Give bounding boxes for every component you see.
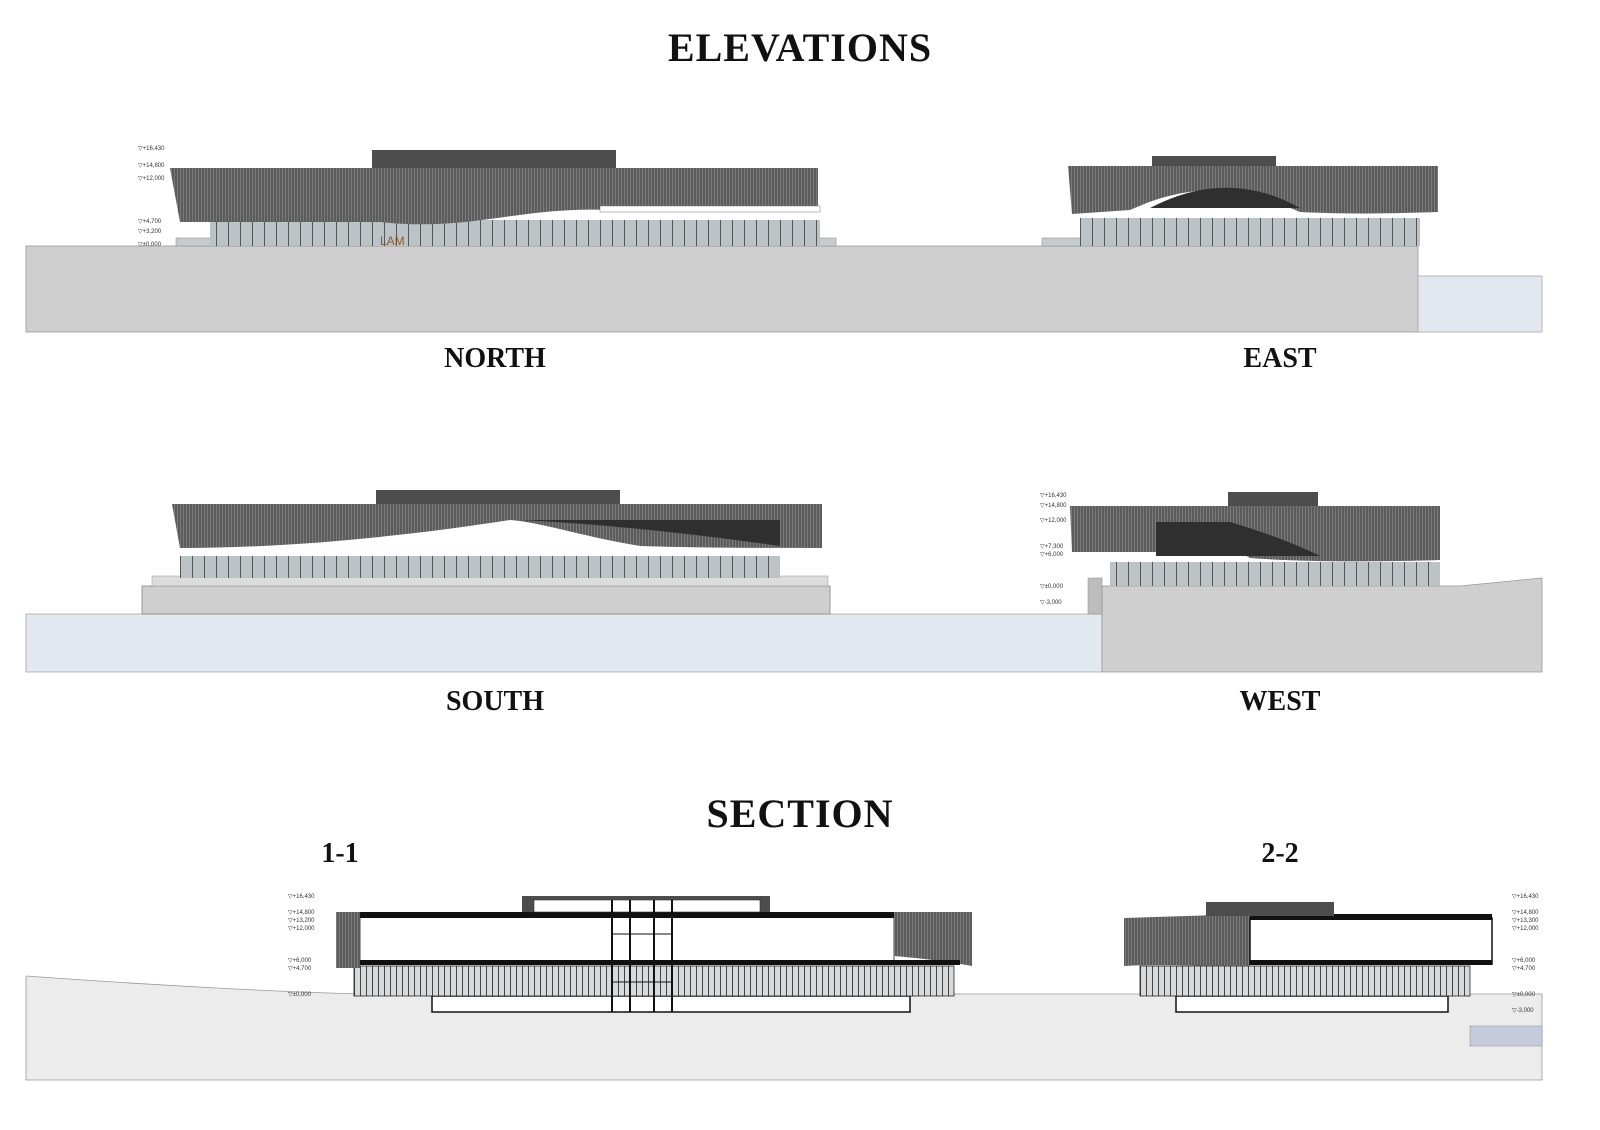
south-facade-band: [172, 504, 822, 548]
east-label: EAST: [1243, 343, 1317, 374]
south-podium: [141, 585, 831, 615]
west-level-5: ▽±0,000: [1040, 584, 1064, 590]
north-glazing: [210, 220, 820, 246]
section-title: SECTION: [706, 791, 894, 836]
west-roof-lantern: [1228, 492, 1318, 506]
s11-level-4: ▽+6,000: [288, 958, 312, 964]
west-label: WEST: [1239, 686, 1321, 717]
south-roof-lantern: [376, 490, 620, 504]
north-facade-band: [170, 168, 818, 225]
s22-level-labels: ▽+16,430 ▽+14,800 ▽+13,300 ▽+12,000 ▽+6,…: [1512, 894, 1539, 1014]
north-level-labels: ▽+16,430 ▽+14,800 ▽+12,000 ▽+4,700 ▽+3,2…: [138, 146, 165, 248]
section-1-1: ▽+16,430 ▽+14,800 ▽+13,200 ▽+12,000 ▽+6,…: [25, 894, 1543, 1081]
west-ground-mass: [1101, 577, 1543, 673]
s11-level-3: ▽+12,000: [288, 926, 315, 932]
north-water-body: [1417, 275, 1543, 333]
west-level-6: ▽-3,000: [1040, 600, 1062, 606]
s22-level-7: ▽-3,000: [1512, 1008, 1534, 1014]
s22-level-1: ▽+14,800: [1512, 910, 1539, 916]
s22-level-0: ▽+16,430: [1512, 894, 1539, 900]
north-level-0: ▽+16,430: [138, 146, 165, 152]
north-level-5: ▽±0,000: [138, 242, 162, 248]
west-level-labels: ▽+16,430 ▽+14,800 ▽+12,000 ▽+7,300 ▽+6,0…: [1040, 493, 1067, 606]
s22-ground-floor: [1139, 965, 1471, 997]
west-level-3: ▽+7,300: [1040, 544, 1064, 550]
s22-level-6: ▽±0,000: [1512, 992, 1536, 998]
north-ground-mass: [25, 245, 1419, 333]
north-label: NORTH: [444, 343, 546, 374]
s22-water: [1469, 1025, 1543, 1047]
elevations-title: ELEVATIONS: [667, 25, 933, 70]
south-glazing: [180, 556, 780, 578]
s11-level-0: ▽+16,430: [288, 894, 315, 900]
section-2-2-label: 2-2: [1261, 838, 1299, 869]
west-glazing: [1110, 562, 1440, 586]
west-level-1: ▽+14,800: [1040, 503, 1067, 509]
south-elevation: [25, 490, 1103, 673]
section-2-2: ▽+16,430 ▽+14,800 ▽+13,300 ▽+12,000 ▽+6,…: [1124, 894, 1543, 1047]
east-facade-band: [1068, 166, 1438, 214]
s11-level-labels: ▽+16,430 ▽+14,800 ▽+13,200 ▽+12,000 ▽+6,…: [288, 894, 315, 998]
s22-level-3: ▽+12,000: [1512, 926, 1539, 932]
south-label: SOUTH: [445, 686, 545, 717]
s22-level-4: ▽+6,000: [1512, 958, 1536, 964]
north-sign: LAM: [380, 234, 405, 248]
west-level-2: ▽+12,000: [1040, 518, 1067, 524]
east-glazing: [1080, 218, 1420, 246]
north-level-3: ▽+4,700: [138, 219, 162, 225]
s11-level-1: ▽+14,800: [288, 910, 315, 916]
east-roof-lantern: [1152, 156, 1276, 166]
north-roof-lantern: [372, 150, 616, 168]
s11-level-2: ▽+13,200: [288, 918, 315, 924]
north-level-4: ▽+3,200: [138, 229, 162, 235]
south-water-body: [25, 613, 1103, 673]
s22-level-2: ▽+13,300: [1512, 918, 1539, 924]
north-level-1: ▽+14,800: [138, 163, 165, 169]
west-level-0: ▽+16,430: [1040, 493, 1067, 499]
s22-level-5: ▽+4,700: [1512, 966, 1536, 972]
north-level-2: ▽+12,000: [138, 176, 165, 182]
s11-level-6: ▽±0,000: [288, 992, 312, 998]
section-1-1-label: 1-1: [321, 838, 359, 869]
west-elevation: ▽+16,430 ▽+14,800 ▽+12,000 ▽+7,300 ▽+6,0…: [1040, 492, 1543, 673]
west-level-4: ▽+6,000: [1040, 552, 1064, 558]
east-elevation: [1041, 156, 1438, 247]
s11-level-5: ▽+4,700: [288, 966, 312, 972]
north-elevation: LAM ▽+16,430 ▽+14,800 ▽+12,000 ▽+4,700 ▽…: [25, 146, 1543, 333]
